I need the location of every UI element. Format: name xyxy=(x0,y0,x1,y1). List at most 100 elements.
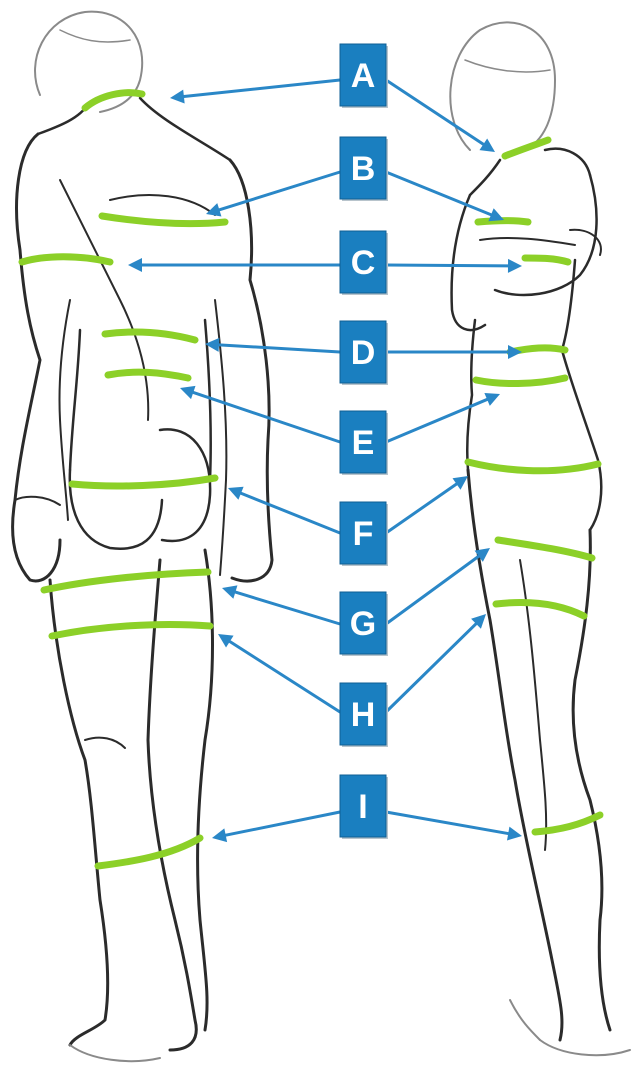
male-right-arm-outer xyxy=(230,160,272,581)
female-arm-right xyxy=(495,175,597,295)
male-trap-right xyxy=(140,98,230,160)
arrow xyxy=(170,80,340,103)
female-shoulder xyxy=(545,149,590,175)
arrow-shaft xyxy=(235,592,340,624)
male-scapula xyxy=(110,195,215,215)
arrow-shaft xyxy=(386,172,491,215)
arrow-shaft xyxy=(386,484,457,533)
male-foot xyxy=(70,1045,160,1061)
male-torso-left xyxy=(70,330,80,470)
male-left-arm-inner xyxy=(59,300,70,520)
female-torso-front xyxy=(467,320,475,470)
arrow-head xyxy=(180,386,196,399)
arrow-shaft xyxy=(230,642,340,712)
label-letter: E xyxy=(352,424,375,462)
arrow-head xyxy=(222,585,237,598)
arrow-shaft xyxy=(184,80,340,97)
female-forearm xyxy=(480,238,575,245)
measurement-band xyxy=(498,540,592,558)
male-left-leg-outer xyxy=(50,580,108,1045)
label-letter: B xyxy=(351,150,376,188)
label-e: E xyxy=(340,411,388,475)
female-foot xyxy=(540,1040,630,1055)
arrow-shaft xyxy=(241,493,340,533)
arrow xyxy=(205,338,340,352)
label-letter: C xyxy=(351,244,376,282)
female-hair-line xyxy=(465,60,550,72)
arrow xyxy=(386,345,522,359)
label-letter: D xyxy=(351,334,376,372)
male-head-outline xyxy=(35,12,142,112)
measurement-band xyxy=(105,332,195,340)
arrow-head xyxy=(128,258,142,272)
measurement-band xyxy=(52,624,210,636)
male-knee-crease xyxy=(85,738,125,748)
male-trap-left xyxy=(38,104,88,134)
arrow xyxy=(386,476,468,533)
arrow xyxy=(386,812,522,840)
label-letter: A xyxy=(351,57,376,95)
arrow-shaft xyxy=(219,345,340,352)
measurement-band xyxy=(44,572,208,590)
arrow-shaft xyxy=(219,172,340,210)
label-letter: F xyxy=(353,515,374,553)
arrow-shaft xyxy=(226,812,340,835)
pointer-arrows xyxy=(128,80,522,842)
female-back-leg xyxy=(573,530,610,1030)
arrow xyxy=(206,172,340,216)
label-d: D xyxy=(340,321,388,385)
arrow xyxy=(212,812,340,842)
arrow-head xyxy=(212,828,227,842)
arrow-shaft xyxy=(386,399,487,442)
measurement-band xyxy=(72,478,215,486)
label-letter: H xyxy=(351,696,376,734)
label-letter: I xyxy=(358,788,367,826)
arrow-head xyxy=(170,90,185,104)
arrow-shaft xyxy=(386,265,508,266)
male-left-fist xyxy=(15,497,60,505)
arrow xyxy=(128,258,340,272)
arrow-shaft xyxy=(386,624,476,712)
arrow-shaft xyxy=(386,556,479,624)
measurement-band xyxy=(535,815,600,832)
female-head-outline xyxy=(450,22,555,150)
arrow xyxy=(218,634,340,712)
female-arm-left xyxy=(452,195,485,330)
measurement-band xyxy=(98,838,200,866)
label-a: A xyxy=(340,44,388,108)
arrow-head xyxy=(507,827,522,841)
arrow xyxy=(386,393,500,442)
arrow xyxy=(386,548,490,624)
measurement-band xyxy=(478,221,528,223)
arrow-shaft xyxy=(193,392,340,442)
male-hair-line xyxy=(60,30,130,42)
female-figure xyxy=(450,22,630,1055)
label-letter: G xyxy=(350,605,376,643)
arrow-shaft xyxy=(386,80,483,144)
arrow-head xyxy=(453,476,468,490)
arrow xyxy=(228,487,340,533)
arrow-head xyxy=(508,259,522,273)
measurement-band xyxy=(505,140,548,156)
male-left-arm-outer xyxy=(13,134,60,581)
female-foot-back xyxy=(510,1000,540,1040)
measurement-band xyxy=(468,462,598,471)
arrow xyxy=(386,614,486,712)
arrow xyxy=(222,585,340,624)
label-h: H xyxy=(340,683,388,747)
measurement-band xyxy=(85,93,142,108)
measurement-labels: A B C D E F G H I xyxy=(340,44,388,839)
arrow-head xyxy=(479,138,495,152)
measurement-band xyxy=(496,603,584,617)
arrow xyxy=(386,80,495,152)
measurement-band xyxy=(525,258,568,262)
measurement-band xyxy=(102,216,225,224)
arrow xyxy=(180,386,340,442)
measurement-band xyxy=(108,372,188,378)
female-torso-back xyxy=(562,260,601,530)
male-figure xyxy=(13,12,272,1061)
label-b: B xyxy=(340,137,388,201)
label-c: C xyxy=(340,231,388,295)
